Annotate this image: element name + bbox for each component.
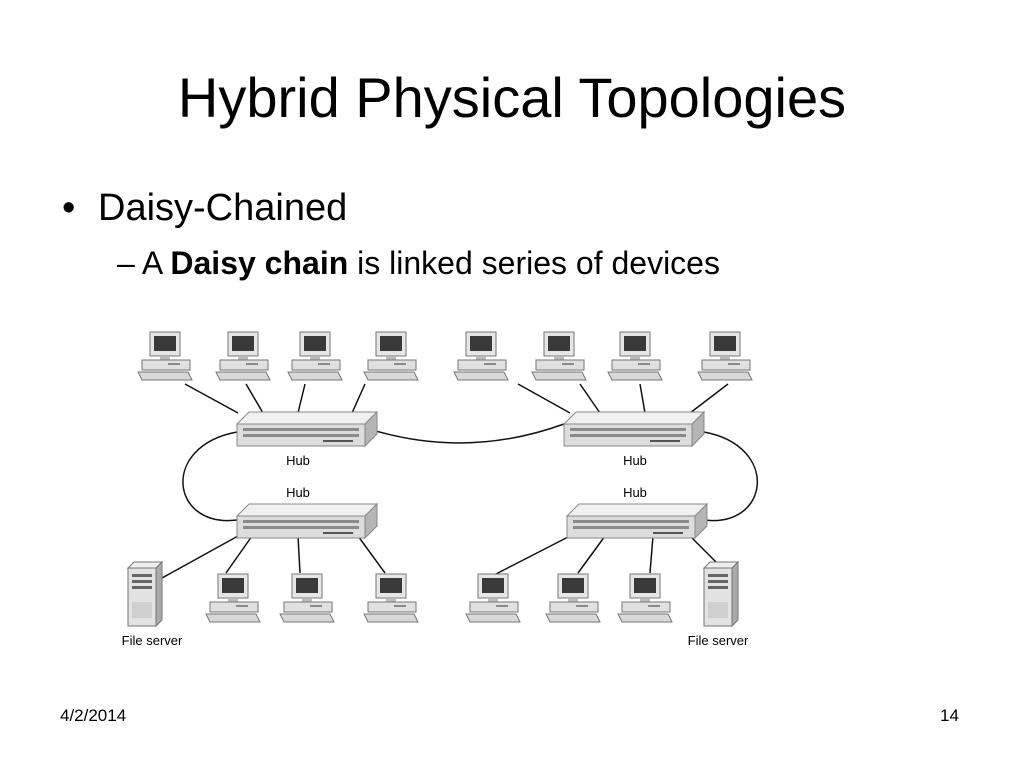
file-server-left [127,561,163,627]
sub-bullet-term: Daisy chain [170,245,349,281]
workstation [465,573,521,623]
footer-date: 4/2/2014 [60,706,127,725]
bullet-text: Daisy-Chained [98,187,348,229]
bottom-devices [127,561,739,627]
file-server-right [703,561,739,627]
file-server-label: File server [122,633,183,648]
hub-label: Hub [623,453,647,468]
daisy-chain-diagram: Hub Hub Hub Hub File server File server [122,331,758,648]
hub-top-right [563,411,705,447]
hub-top-left [236,411,378,447]
sub-bullet-definition: – A Daisy chain is linked series of devi… [117,242,720,284]
hub-bottom-right [566,503,708,539]
workstation [137,331,193,381]
workstation [363,573,419,623]
hub-label: Hub [623,485,647,500]
workstation [531,331,587,381]
workstation [279,573,335,623]
bullet-daisy-chained: • Daisy-Chained [62,184,347,232]
workstation [287,331,343,381]
file-server-label: File server [688,633,749,648]
workstation [205,573,261,623]
slide-title: Hybrid Physical Topologies [177,66,847,129]
workstation [363,331,419,381]
hub-label: Hub [286,453,310,468]
workstation [617,573,673,623]
hub-bottom-left [236,503,378,539]
workstation [545,573,601,623]
workstation [453,331,509,381]
workstation [215,331,271,381]
footer-page-number: 14 [940,706,959,725]
workstation [697,331,753,381]
bullet-dot: • [62,187,76,229]
hub-label: Hub [286,485,310,500]
sub-bullet-prefix: – A [117,245,171,281]
connection-lines [161,383,758,579]
sub-bullet-rest: is linked series of devices [348,245,720,281]
top-workstations [137,331,753,381]
workstation [607,331,663,381]
